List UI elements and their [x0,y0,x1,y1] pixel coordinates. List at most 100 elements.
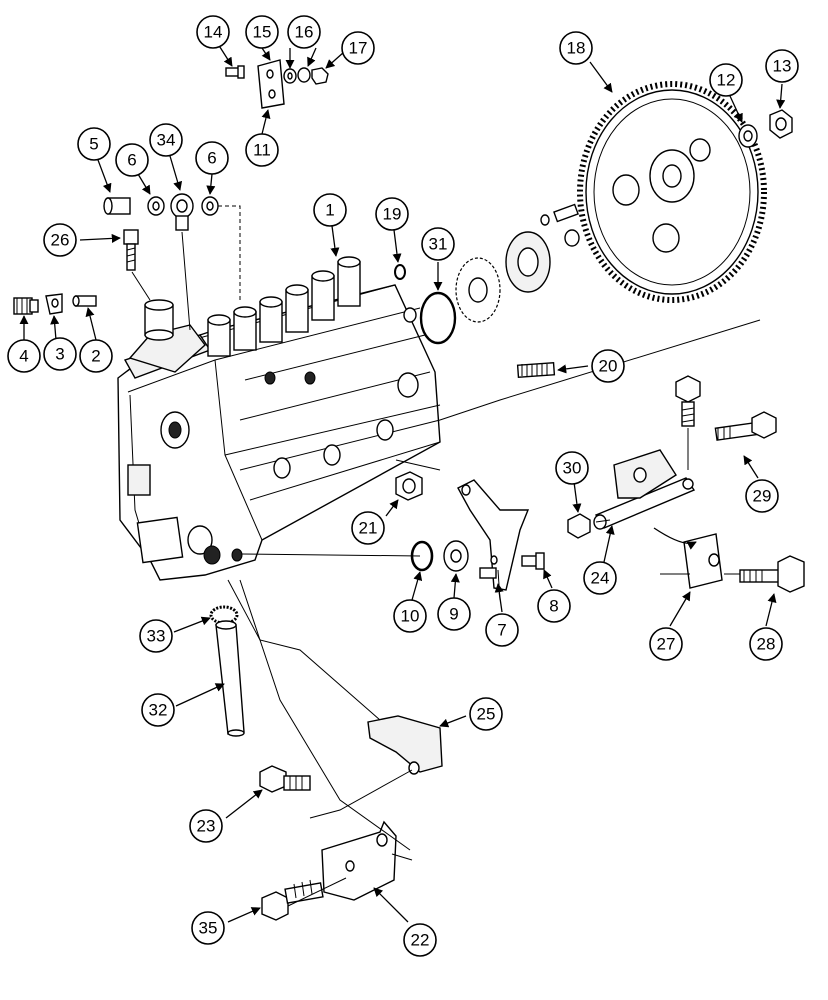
small-screw [225,65,245,79]
hex-nut [395,471,423,501]
o-ring-large [419,291,457,345]
callout-4: 4 [7,339,41,373]
svg-text:15: 15 [253,23,272,42]
callout-21: 21 [351,511,385,545]
svg-text:8: 8 [549,597,558,616]
svg-text:18: 18 [567,39,586,58]
callout-31: 31 [421,227,455,261]
svg-text:6: 6 [127,151,136,170]
bracket-washer [283,68,297,84]
svg-text:29: 29 [753,487,772,506]
svg-text:16: 16 [295,23,314,42]
callout-15: 15 [245,15,279,49]
svg-text:17: 17 [349,39,368,58]
callout-7: 7 [485,613,519,647]
svg-text:23: 23 [197,817,216,836]
o-ring-small [394,264,406,280]
fitting-bracket [45,293,63,315]
callout-8: 8 [537,589,571,623]
callout-1: 1 [313,193,347,227]
lever-screw [521,552,545,570]
callout-35: 35 [191,911,225,945]
support-bracket [257,59,285,109]
svg-text:5: 5 [89,135,98,154]
svg-text:31: 31 [429,235,448,254]
callout-17: 17 [341,31,375,65]
callout-6: 6 [195,141,229,175]
gear-hub [455,203,580,323]
callout-28: 28 [749,627,783,661]
callout-14: 14 [196,15,230,49]
drive-gear [577,81,767,303]
sealing-washer-2 [201,196,219,216]
callout-24: 24 [583,561,617,595]
svg-text:35: 35 [199,919,218,938]
lever-plate [457,479,530,591]
svg-text:7: 7 [497,621,506,640]
svg-text:27: 27 [657,635,676,654]
banjo-fitting [170,193,194,231]
callout-5: 5 [77,127,111,161]
lower-bracket [321,820,397,901]
mounting-bolt [739,555,805,593]
callout-6: 6 [115,143,149,177]
callout-29: 29 [745,479,779,513]
long-bolt [714,411,777,441]
svg-text:14: 14 [204,23,223,42]
svg-text:6: 6 [207,149,216,168]
banjo-bolt [103,197,131,215]
mounting-block [683,533,723,589]
callout-25: 25 [469,697,503,731]
svg-text:19: 19 [383,205,402,224]
hose-clamp [209,605,239,625]
callout-30: 30 [555,451,589,485]
spacer [443,540,469,572]
svg-text:10: 10 [401,607,420,626]
svg-text:4: 4 [19,347,28,366]
leader-lines [19,43,786,923]
callout-27: 27 [649,627,683,661]
svg-text:25: 25 [477,705,496,724]
sealing-washer-1 [147,196,165,216]
svg-text:26: 26 [51,231,70,250]
delivery-valves [207,256,361,357]
callout-3: 3 [43,337,77,371]
injection-pump-body [117,284,441,581]
svg-text:28: 28 [757,635,776,654]
lever-stud [479,567,497,579]
motion-arrow [653,527,697,550]
svg-text:20: 20 [599,357,618,376]
callout-26: 26 [43,223,77,257]
callout-32: 32 [141,693,175,727]
flange-bolt [259,765,311,793]
hollow-bolt [123,229,139,271]
svg-text:24: 24 [591,569,610,588]
callout-22: 22 [403,923,437,957]
callout-23: 23 [189,809,223,843]
svg-text:2: 2 [91,347,100,366]
gear-washer [738,124,758,148]
inlet-fitting [13,297,39,315]
callout-13: 13 [765,49,799,83]
callout-2: 2 [79,339,113,373]
callout-19: 19 [375,197,409,231]
lock-washer [297,67,311,83]
callout-34: 34 [149,123,183,157]
svg-text:11: 11 [253,141,271,160]
bracket-nut [311,67,329,85]
arm-nut [567,513,591,539]
bracket-bolt [261,879,324,921]
callout-33: 33 [139,619,173,653]
aneroid-housing [128,299,206,373]
callout-9: 9 [437,597,471,631]
svg-text:21: 21 [359,519,378,538]
callout-12: 12 [709,63,743,97]
vertical-bolt [675,375,701,427]
svg-text:1: 1 [325,201,334,220]
svg-text:22: 22 [411,931,430,950]
svg-text:13: 13 [773,57,792,76]
svg-text:9: 9 [449,605,458,624]
callout-10: 10 [393,599,427,633]
